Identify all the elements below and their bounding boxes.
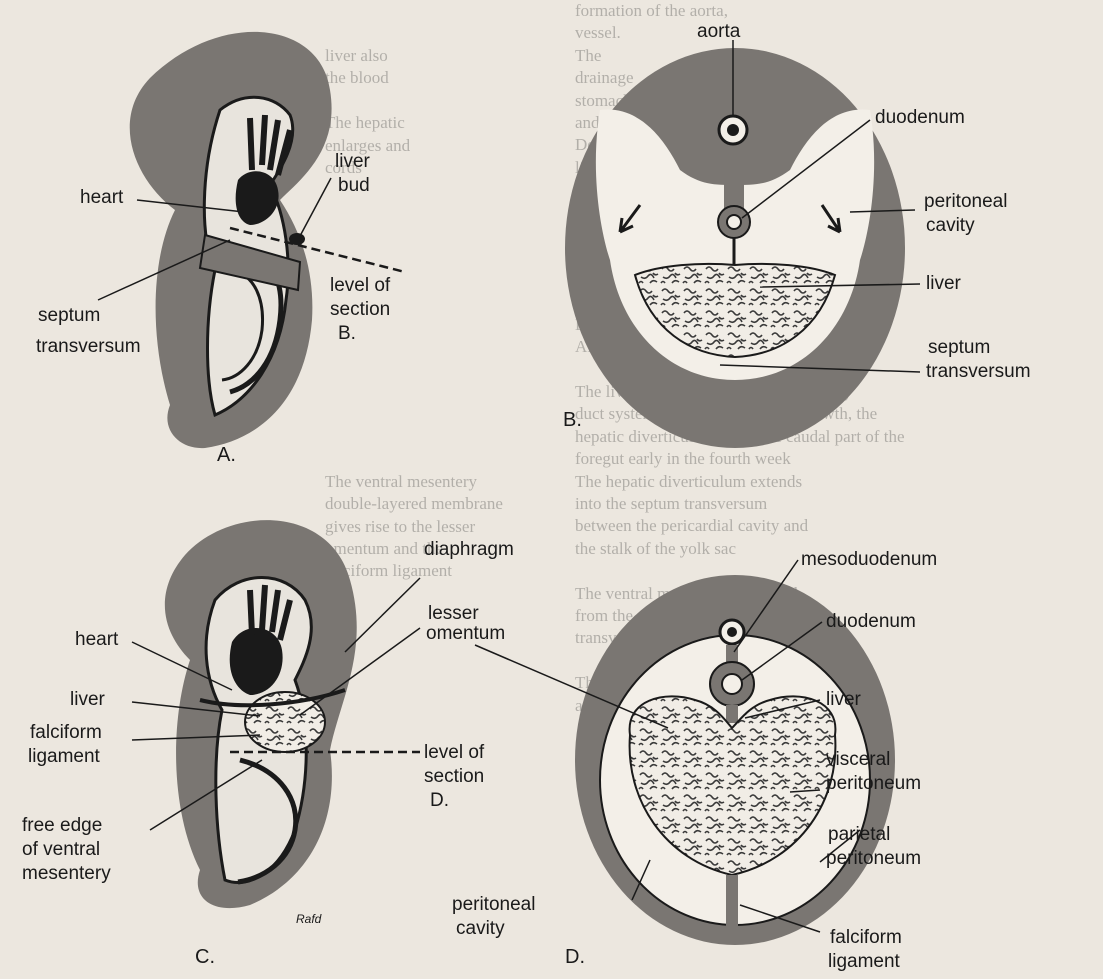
- label-free-edge-c-2: of ventral: [22, 838, 100, 862]
- label-septum-a-2: transversum: [36, 335, 141, 359]
- label-liver-b: liver: [926, 272, 961, 296]
- label-falciform-c-2: ligament: [28, 745, 100, 769]
- label-liver-d: liver: [826, 688, 861, 712]
- panel-a-drawing: [98, 32, 405, 448]
- label-falciform-d-1: falciform: [830, 926, 902, 950]
- label-diaphragm-c: diaphragm: [424, 538, 514, 562]
- label-free-edge-c-1: free edge: [22, 814, 102, 838]
- label-level-c-2: section: [424, 765, 484, 789]
- panel-label-b: B.: [563, 408, 582, 432]
- label-visceral-d-1: visceral: [826, 748, 890, 772]
- label-heart-a: heart: [80, 186, 123, 210]
- panel-c-drawing: [132, 520, 420, 908]
- label-peritoneal-c-1: peritoneal: [452, 893, 535, 917]
- label-lesser-c-2: omentum: [426, 622, 505, 646]
- label-falciform-c-1: falciform: [30, 721, 102, 745]
- label-peritoneal-b-1: peritoneal: [924, 190, 1007, 214]
- label-aorta-b: aorta: [697, 20, 740, 44]
- label-parietal-d-2: peritoneum: [826, 847, 921, 871]
- label-free-edge-c-3: mesentery: [22, 862, 111, 886]
- panel-label-c: C.: [195, 945, 215, 969]
- label-mesoduodenum-d: mesoduodenum: [801, 548, 937, 572]
- label-duodenum-d: duodenum: [826, 610, 916, 634]
- label-septum-a-1: septum: [38, 304, 100, 328]
- liver-c: [245, 692, 325, 752]
- label-level-c-1: level of: [424, 741, 484, 765]
- panel-label-a: A.: [217, 443, 236, 467]
- label-parietal-d-1: parietal: [828, 823, 890, 847]
- panel-label-d-small: D.: [430, 789, 449, 813]
- label-peritoneal-b-2: cavity: [926, 214, 975, 238]
- label-septum-b-1: septum: [928, 336, 990, 360]
- label-liver-bud-a-1: liver: [335, 150, 370, 174]
- label-liver-c: liver: [70, 688, 105, 712]
- artist-signature: Rafd: [296, 907, 321, 931]
- label-septum-b-2: transversum: [926, 360, 1031, 384]
- label-level-a-2: section: [330, 298, 390, 322]
- label-falciform-d-2: ligament: [828, 950, 900, 974]
- label-peritoneal-c-2: cavity: [456, 917, 505, 941]
- label-heart-c: heart: [75, 628, 118, 652]
- label-duodenum-b: duodenum: [875, 106, 965, 130]
- panel-label-b-small: B.: [338, 322, 356, 346]
- label-visceral-d-2: peritoneum: [826, 772, 921, 796]
- label-level-a-1: level of: [330, 274, 390, 298]
- panel-b-drawing: [565, 40, 920, 448]
- panel-label-d: D.: [565, 945, 585, 969]
- label-liver-bud-a-2: bud: [338, 174, 370, 198]
